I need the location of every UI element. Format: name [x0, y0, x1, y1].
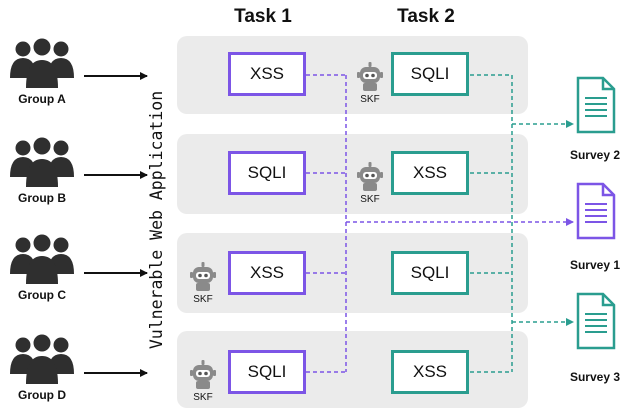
survey-3: Survey 3: [560, 292, 630, 384]
skf-label: SKF: [360, 194, 380, 205]
row4-task1-box: SQLI: [228, 350, 306, 394]
survey-1: Survey 1: [560, 182, 630, 272]
group-icon: [10, 234, 74, 284]
document-icon: [576, 292, 616, 350]
survey-1-label: Survey 1: [569, 258, 621, 272]
row3-task2-box: SQLI: [391, 251, 469, 295]
survey-2: Survey 2: [560, 76, 630, 166]
group-c: Group C: [0, 232, 84, 304]
row3-task1-box: XSS: [228, 251, 306, 295]
robot-icon: [357, 162, 383, 191]
skf-label: SKF: [193, 392, 213, 403]
group-icon: [10, 334, 74, 384]
skf-label: SKF: [360, 94, 380, 105]
row1-task1-box: XSS: [228, 52, 306, 96]
row4-task2-box: XSS: [391, 350, 469, 394]
row4-skf: SKF: [188, 360, 218, 406]
group-icon: [10, 38, 74, 88]
document-icon: [576, 76, 616, 134]
task2-connectors: [470, 74, 574, 373]
robot-icon: [190, 360, 216, 389]
row2-skf: SKF: [355, 162, 385, 208]
row2-task2-box: XSS: [391, 151, 469, 195]
group-b-label: Group B: [18, 191, 66, 205]
row1-task2-box: SQLI: [391, 52, 469, 96]
task2-header: Task 2: [397, 6, 455, 27]
group-d-label: Group D: [18, 388, 66, 402]
vulnerable-web-application-label: Vulnerable Web Application: [147, 90, 166, 350]
task1-header: Task 1: [234, 6, 292, 27]
document-icon: [576, 182, 616, 240]
row1-skf: SKF: [355, 62, 385, 108]
robot-icon: [190, 262, 216, 291]
group-a: Group A: [0, 36, 84, 108]
group-icon: [10, 137, 74, 187]
skf-label: SKF: [193, 294, 213, 305]
task1-connectors: [306, 74, 574, 373]
robot-icon: [357, 62, 383, 91]
group-a-label: Group A: [18, 92, 66, 106]
group-c-label: Group C: [18, 288, 66, 302]
group-b: Group B: [0, 135, 84, 207]
survey-3-label: Survey 3: [569, 370, 621, 384]
row3-skf: SKF: [188, 262, 218, 308]
row2-task1-box: SQLI: [228, 151, 306, 195]
group-d: Group D: [0, 332, 84, 404]
survey-2-label: Survey 2: [569, 148, 621, 162]
